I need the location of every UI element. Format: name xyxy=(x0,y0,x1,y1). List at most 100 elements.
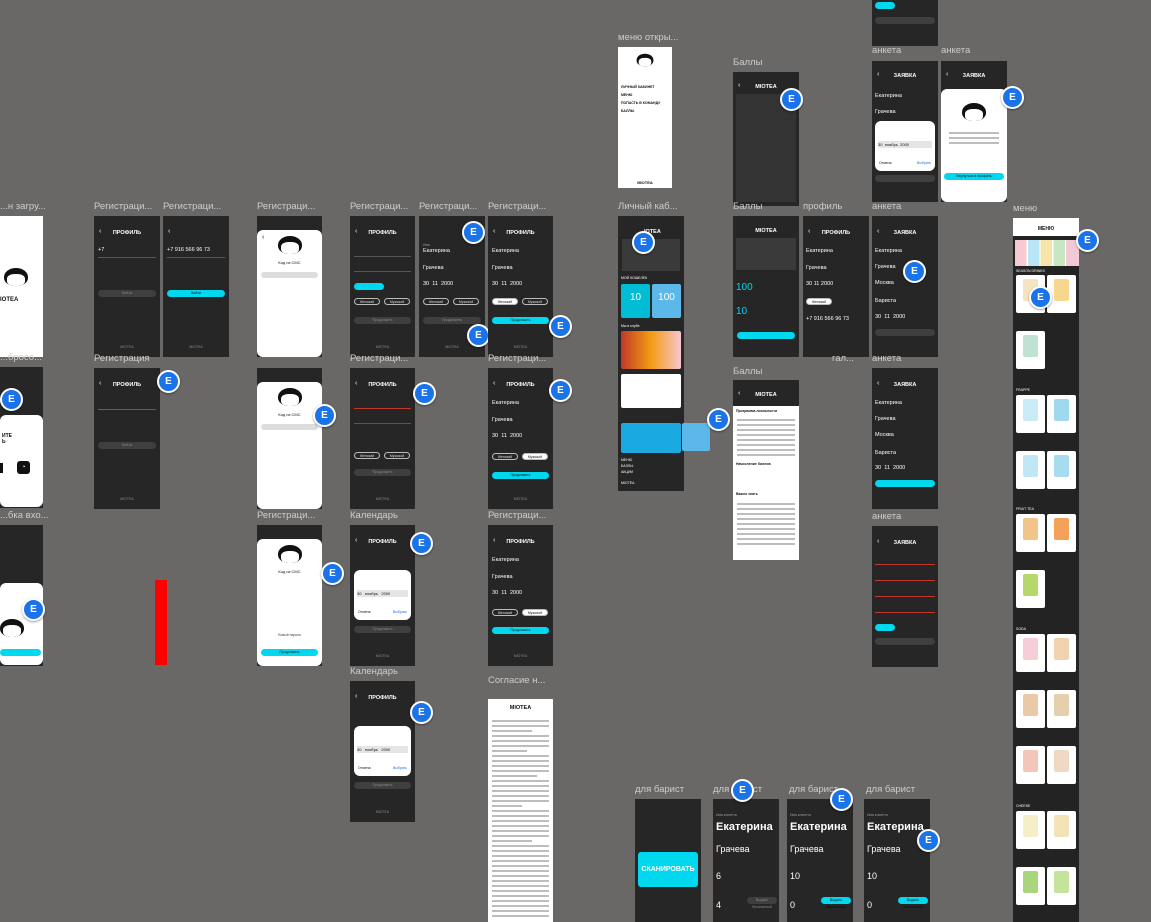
phone-entry-frame[interactable]: ‹ ПРОФИЛЬ +7 Войти MIOTEA xyxy=(94,216,160,357)
phone-error-frame[interactable]: ‹ ПРОФИЛЬ Войти MIOTEA xyxy=(94,368,160,509)
continue-button[interactable]: Продолжить xyxy=(423,317,481,324)
comment-marker[interactable]: E xyxy=(917,829,940,852)
back-icon[interactable]: ‹ xyxy=(946,71,949,78)
anketa-top-frame[interactable] xyxy=(872,0,938,46)
continue-button[interactable]: Продолжить xyxy=(354,782,411,789)
back-icon[interactable]: ‹ xyxy=(493,228,496,235)
submit-button[interactable] xyxy=(875,624,895,631)
profile-male-frame[interactable]: ‹ ПРОФИЛЬ Екатерина Грачева 30 11 2000 Ж… xyxy=(488,368,553,509)
product-card[interactable] xyxy=(1047,395,1076,433)
product-card[interactable] xyxy=(1016,867,1045,905)
invite-button[interactable] xyxy=(737,332,795,339)
product-card[interactable] xyxy=(1047,514,1076,552)
menu-frame[interactable]: МЕНЮ SEASON DRINKS FRAPPE FRUIT TEA SODA… xyxy=(1013,218,1079,922)
last-name[interactable]: Грачева xyxy=(875,416,896,422)
splash-frame[interactable]: IOTEA xyxy=(0,216,43,357)
date-picker[interactable]: 30 ноябрь 2000 Отмена Выбрать xyxy=(875,121,935,171)
picker-row[interactable]: 30 ноябрь 2000 xyxy=(878,141,932,148)
female-toggle[interactable]: Женский xyxy=(354,298,380,305)
product-card[interactable] xyxy=(1047,634,1076,672)
female-toggle[interactable]: Женский xyxy=(492,298,518,305)
scan-button[interactable]: СКАНИРОВАТЬ xyxy=(638,852,698,887)
birth-date[interactable]: 30 11 2000 xyxy=(806,281,834,287)
product-card[interactable] xyxy=(1016,634,1045,672)
last-name[interactable]: Грачева xyxy=(492,417,513,423)
birth-date[interactable]: 30 11 2000 xyxy=(492,433,523,439)
first-name[interactable]: Екатерина xyxy=(875,93,902,99)
nav-promos[interactable]: АКЦИИ xyxy=(621,470,633,474)
barista-client-frame-2[interactable]: Имя клиента Екатерина Грачева 10 Выдать … xyxy=(787,799,853,922)
anketa-filled-frame[interactable]: ‹ ЗАЯВКА Екатерина Грачева Москва Барист… xyxy=(872,216,938,357)
product-card[interactable] xyxy=(1047,811,1076,849)
first-name[interactable]: Екатерина xyxy=(492,400,519,406)
submit-button[interactable] xyxy=(875,2,895,9)
role-value[interactable]: Бариста xyxy=(875,298,897,304)
menu-link-points[interactable]: БАЛЛЫ xyxy=(621,109,635,113)
barista-client-frame-3[interactable]: Имя клиента Екатерина Грачева 10 Выдать … xyxy=(864,799,930,922)
comment-marker[interactable]: E xyxy=(1029,286,1052,309)
category-strip[interactable] xyxy=(1015,240,1079,266)
continue-button[interactable]: Продолжить xyxy=(492,472,549,479)
back-icon[interactable]: ‹ xyxy=(738,390,741,397)
first-name[interactable]: Екатерина xyxy=(806,248,833,254)
back-icon[interactable]: ‹ xyxy=(493,380,496,387)
birthday-field[interactable] xyxy=(354,283,384,290)
profile-final-frame[interactable]: ‹ ПРОФИЛЬ Екатерина Грачева 30 11 2000 Ж… xyxy=(488,525,553,666)
back-icon[interactable]: ‹ xyxy=(493,537,496,544)
comment-marker[interactable]: E xyxy=(632,231,655,254)
back-icon[interactable]: ‹ xyxy=(877,538,880,545)
points-frame[interactable]: MIOTEA 100 10 xyxy=(733,216,799,357)
comment-marker[interactable]: E xyxy=(549,315,572,338)
first-name[interactable]: Екатерина xyxy=(492,248,519,254)
send-button[interactable] xyxy=(875,480,935,487)
product-card[interactable] xyxy=(1047,746,1076,784)
login-button[interactable]: Войти xyxy=(98,290,156,297)
picker-choose[interactable]: Выбрать xyxy=(916,161,931,165)
back-icon[interactable]: ‹ xyxy=(877,228,880,235)
send-button[interactable] xyxy=(875,329,935,336)
male-toggle[interactable]: Мужской xyxy=(522,298,548,305)
whatsapp-icon[interactable]: ◔ xyxy=(17,461,30,474)
comment-marker[interactable]: E xyxy=(0,388,23,411)
picker-cancel[interactable]: Отмена xyxy=(879,161,892,165)
continue-button[interactable]: Продолжить xyxy=(354,626,411,633)
female-toggle[interactable]: Женский xyxy=(423,298,449,305)
comment-marker[interactable]: E xyxy=(1076,229,1099,252)
female-toggle[interactable]: Женский xyxy=(492,453,518,460)
back-icon[interactable]: ‹ xyxy=(355,228,358,235)
birth-date[interactable]: 30 11 2000 xyxy=(423,281,454,287)
product-card[interactable] xyxy=(1047,690,1076,728)
product-card[interactable] xyxy=(1016,514,1045,552)
comment-marker[interactable]: E xyxy=(321,562,344,585)
product-card[interactable] xyxy=(1016,811,1045,849)
picker-row[interactable]: 30 ноябрь 2000 xyxy=(357,746,408,753)
picker-row[interactable]: 30 ноябрь 2000 xyxy=(357,590,408,597)
product-card[interactable] xyxy=(1016,690,1045,728)
order-card[interactable] xyxy=(621,374,681,408)
menu-link-team[interactable]: ПОПАСТЬ В КОМАНДУ xyxy=(621,101,661,105)
nav-menu[interactable]: МЕНЮ xyxy=(621,458,633,462)
city-value[interactable]: Москва xyxy=(875,280,894,286)
menu-link-cabinet[interactable]: ЛИЧНЫЙ КАБИНЕТ xyxy=(621,85,655,89)
send-button[interactable] xyxy=(875,17,935,24)
male-toggle[interactable]: Мужской xyxy=(522,609,548,616)
profile-error-frame[interactable]: ‹ ПРОФИЛЬ Женский Мужской Продолжить MIO… xyxy=(350,368,415,509)
continue-button[interactable]: Продолжить xyxy=(492,317,549,324)
phone-filled-frame[interactable]: ‹ +7 916 566 96 73 Войти MIOTEA xyxy=(163,216,229,357)
sms-code-input[interactable] xyxy=(261,272,318,278)
comment-marker[interactable]: E xyxy=(410,701,433,724)
comment-marker[interactable]: E xyxy=(467,324,490,347)
send-button[interactable] xyxy=(875,175,935,182)
calendar-selected-frame[interactable]: ‹ ПРОФИЛЬ 30 ноябрь 2000 Отмена Выбрать … xyxy=(350,681,415,822)
continue-button[interactable]: Продолжить xyxy=(261,649,318,656)
back-icon[interactable]: ‹ xyxy=(355,537,358,544)
retry-button[interactable] xyxy=(0,649,41,656)
product-card[interactable] xyxy=(1047,451,1076,489)
female-toggle[interactable]: Женский xyxy=(354,452,380,459)
comment-marker[interactable]: E xyxy=(549,379,572,402)
birth-date[interactable]: 30 11 2000 xyxy=(875,465,906,471)
login-error-frame[interactable] xyxy=(0,525,43,666)
product-card[interactable] xyxy=(1016,746,1045,784)
birth-date[interactable]: 30 11 2000 xyxy=(875,314,906,320)
